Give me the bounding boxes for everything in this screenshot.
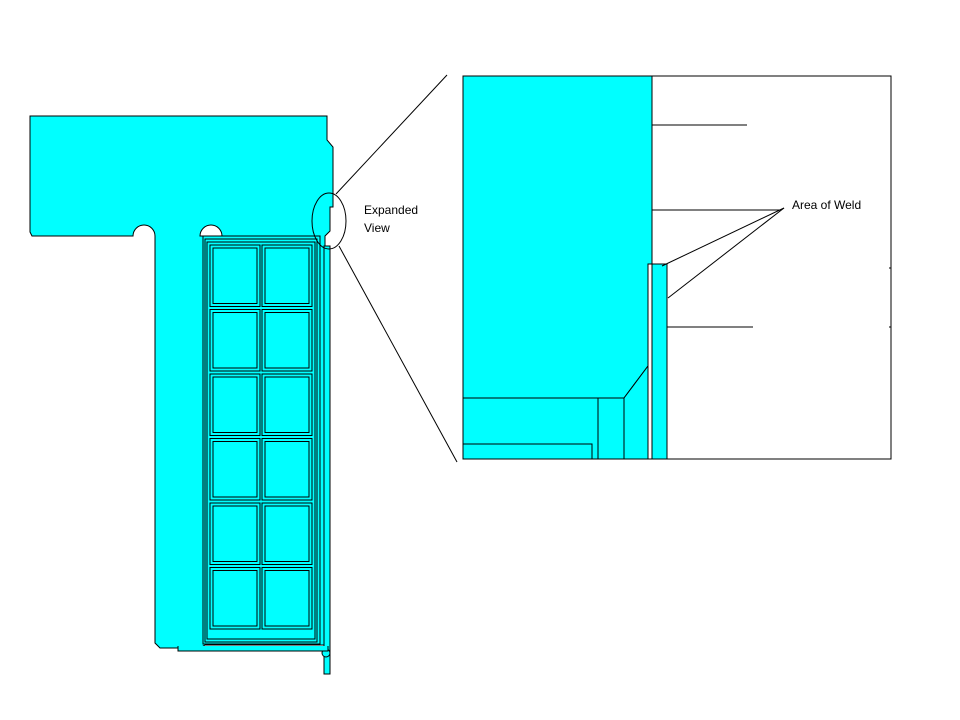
area-of-weld-label: Area of Weld	[792, 198, 861, 212]
window-frame-mid	[204, 238, 318, 643]
window-pane-glass	[212, 505, 258, 562]
leader-line-top	[335, 74, 448, 195]
expanded-view-label: Expanded View	[364, 203, 421, 235]
window-pane-glass	[212, 570, 258, 627]
expanded-label-line2: View	[364, 221, 390, 235]
window-pane-glass	[212, 376, 258, 433]
leader-line-bottom	[338, 245, 458, 463]
weld-strip	[651, 263, 668, 460]
side-pin	[323, 245, 331, 675]
window-panes	[209, 244, 313, 630]
window-pane-glass	[264, 312, 310, 369]
expanded-label-line1: Expanded	[364, 203, 418, 217]
weld-pointer-2	[667, 207, 785, 299]
window-frame-inner	[206, 241, 316, 640]
window-pane-glass	[264, 441, 310, 498]
window-pane-glass	[264, 570, 310, 627]
chamfer-block	[623, 364, 649, 460]
window-pane-glass	[264, 505, 310, 562]
window-pane-glass	[264, 247, 310, 304]
expanded-view-marker	[311, 192, 347, 250]
window-pane-glass	[212, 441, 258, 498]
window-pane-glass	[212, 247, 258, 304]
expanded-view-panel	[462, 75, 892, 460]
window-pane-glass	[212, 312, 258, 369]
weld-pointer-1	[661, 207, 785, 267]
t-beam-assembly	[29, 115, 334, 675]
beam-notch	[199, 224, 223, 237]
window-pane-glass	[264, 376, 310, 433]
frame-layer-inner	[462, 443, 593, 460]
bottom-strip	[177, 646, 329, 652]
